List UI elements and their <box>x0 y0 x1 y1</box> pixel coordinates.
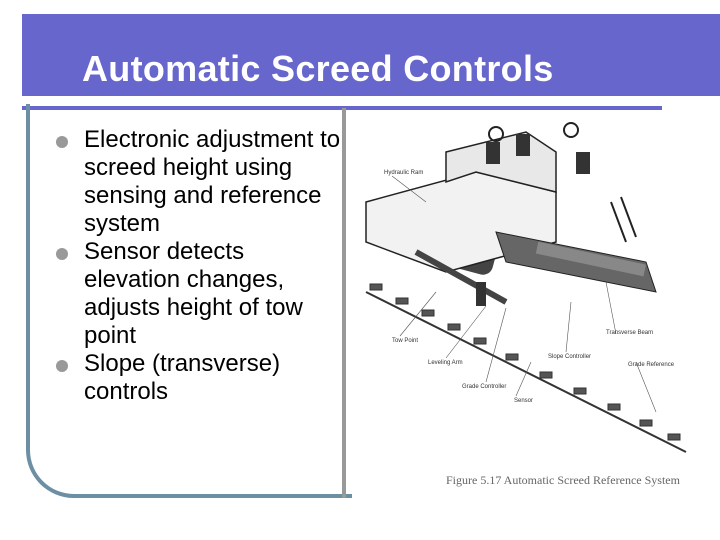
bullet-item: Sensor detects elevation changes, adjust… <box>56 238 346 350</box>
bullet-dot-icon <box>56 248 68 260</box>
bullet-list: Electronic adjustment to screed height u… <box>56 126 346 406</box>
bullet-dot-icon <box>56 360 68 372</box>
bullet-item: Electronic adjustment to screed height u… <box>56 126 346 238</box>
bullet-text: Sensor detects elevation changes, adjust… <box>84 238 303 349</box>
label-transverse-beam: Transverse Beam <box>606 330 653 336</box>
figure-caption: Figure 5.17 Automatic Screed Reference S… <box>446 473 681 487</box>
bullet-text: Slope (transverse) controls <box>84 350 281 405</box>
title-bar: Automatic Screed Controls <box>22 14 720 110</box>
label-leveling-arm: Leveling Arm <box>428 360 463 366</box>
label-slope-controller: Slope Controller <box>548 354 591 360</box>
label-grade-controller: Grade Controller <box>462 384 506 390</box>
paver-illustration: Hydraulic Ram Tow Point Leveling Arm Gra… <box>365 122 687 487</box>
content-frame-divider <box>342 108 346 498</box>
bullet-text: Electronic adjustment to screed height u… <box>84 126 341 237</box>
bullet-dot-icon <box>56 136 68 148</box>
bullet-item: Slope (transverse) controls <box>56 350 346 406</box>
label-grade-reference: Grade Reference <box>628 362 675 368</box>
label-sensor: Sensor <box>514 398 533 404</box>
paver-diagram: Hydraulic Ram Tow Point Leveling Arm Gra… <box>356 112 696 502</box>
content-frame <box>26 104 352 498</box>
slide-title: Automatic Screed Controls <box>82 48 554 89</box>
label-hydraulic-ram: Hydraulic Ram <box>384 170 423 176</box>
label-tow-point: Tow Point <box>392 338 418 344</box>
